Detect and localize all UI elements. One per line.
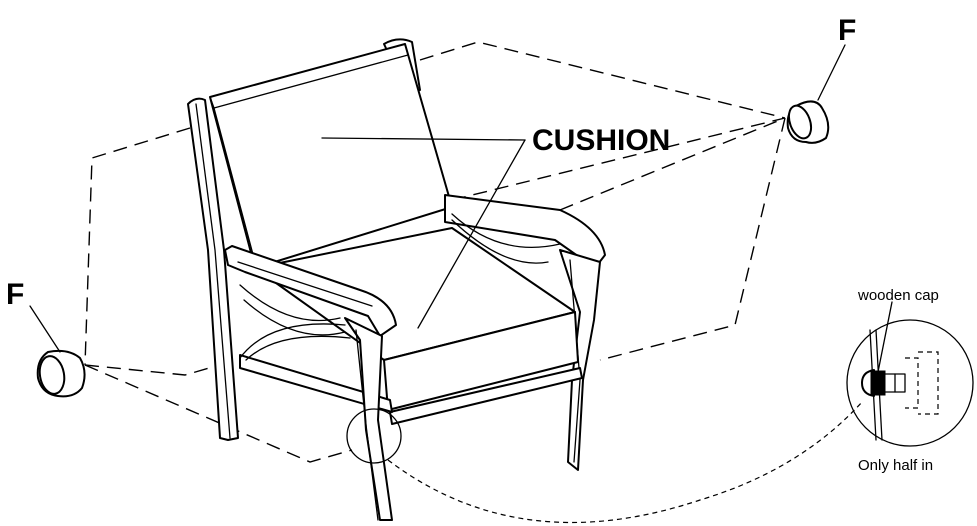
- left-cap-f: F: [6, 278, 86, 398]
- chair: [187, 38, 606, 521]
- left-cap-guide-lines: [84, 127, 353, 463]
- cushion-callout: CUSHION: [321, 124, 670, 329]
- f-label-right: F: [838, 14, 856, 47]
- detail-leader-curve: [387, 401, 863, 524]
- cushion-label: CUSHION: [532, 124, 670, 157]
- wooden-cap-hatch: [870, 370, 886, 396]
- f-label-left: F: [6, 278, 24, 311]
- right-cap-guide-lines: [419, 41, 786, 361]
- wooden-cap-label: wooden cap: [857, 287, 939, 304]
- detail-marker-circle: [346, 408, 402, 464]
- only-half-in-label: Only half in: [858, 457, 933, 474]
- wooden-cap-detail: wooden cap Only half in: [846, 287, 974, 474]
- right-cap-f: F: [786, 14, 856, 144]
